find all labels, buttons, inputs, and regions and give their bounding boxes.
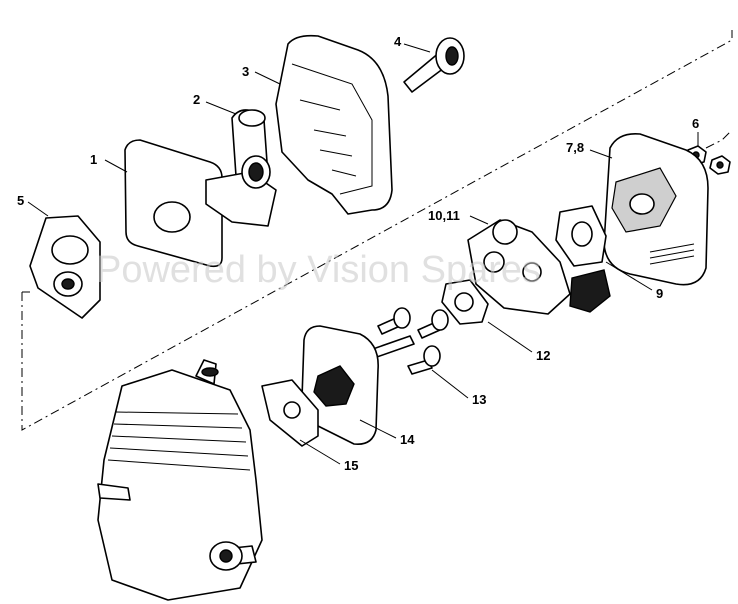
flange-gasket [261, 379, 319, 447]
callout-15: 15 [344, 458, 358, 473]
intake-manifold [301, 325, 379, 446]
muffler-gasket [555, 205, 607, 267]
screw [407, 345, 441, 375]
callout-4: 4 [394, 34, 402, 49]
filter-cover [275, 34, 393, 215]
leader-lines [27, 43, 699, 465]
air-filter [124, 139, 223, 268]
engine-block [97, 359, 263, 601]
callout-12: 12 [536, 348, 550, 363]
assembly-boundary [21, 30, 733, 431]
callout-labels: 1 2 3 4 5 6 7,8 9 10,11 12 13 14 15 [17, 34, 699, 473]
callout-3: 3 [242, 64, 249, 79]
callout-5: 5 [17, 193, 24, 208]
watermark-text: Powered by Vision Spares [96, 249, 541, 291]
carburetor [467, 219, 611, 315]
bolts [369, 307, 449, 359]
cover-knob [403, 37, 465, 93]
callout-7-8: 7,8 [566, 140, 584, 155]
muffler [603, 132, 709, 286]
carburetor-gasket [441, 279, 489, 325]
callout-10-11: 10,11 [428, 208, 460, 223]
callout-13: 13 [472, 392, 486, 407]
baffle-gasket [29, 215, 101, 319]
callout-9: 9 [656, 286, 663, 301]
intake-elbow [205, 109, 277, 227]
callout-14: 14 [400, 432, 415, 447]
callout-2: 2 [193, 92, 200, 107]
callout-6: 6 [692, 116, 699, 131]
callout-1: 1 [90, 152, 97, 167]
